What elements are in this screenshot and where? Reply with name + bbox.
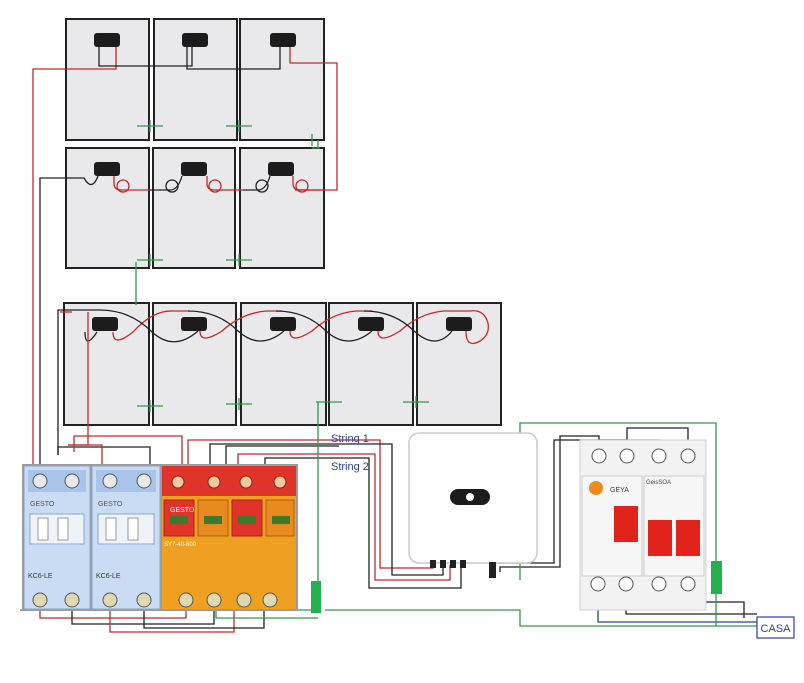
positive-wire — [112, 310, 189, 341]
connector — [165, 179, 179, 193]
connector — [295, 179, 309, 193]
junction-box — [181, 162, 207, 176]
junction-box — [446, 317, 472, 331]
dc-string-wiring — [32, 402, 462, 589]
dc-fuse-holder: GESTO KC6-LE — [23, 465, 91, 610]
ground-bar — [311, 581, 321, 613]
row2-wiring — [39, 175, 323, 460]
connector — [255, 179, 269, 193]
rcbo-brand-label-2: GeisSOA — [646, 480, 671, 486]
casa-box: CASA — [756, 616, 795, 639]
solar-panel — [65, 147, 150, 269]
dc-fuse-holder: GESTO KC6-LE — [91, 465, 161, 610]
breaker-toggle — [648, 520, 672, 556]
positive-wire — [32, 47, 117, 455]
string-2-label: String 2 — [331, 461, 369, 473]
spd-model-label: SY7-40-600 — [164, 542, 197, 548]
dc-combiner-box: GESTO KC6-LE GESTO KC6-LE — [22, 464, 298, 611]
negative-wire — [499, 435, 600, 572]
junction-box — [358, 317, 384, 331]
fuse-brand-label: GESTO — [30, 501, 55, 508]
dc-input-connector — [450, 560, 456, 568]
surge-protector: GESTO SY7-40-600 — [162, 466, 296, 609]
connector — [116, 179, 130, 193]
positive-wire — [109, 600, 235, 633]
fuse-brand-label: GESTO — [98, 501, 123, 508]
casa-label: CASA — [761, 623, 792, 635]
positive-wire — [113, 176, 150, 191]
negative-wire — [363, 310, 453, 342]
negative-wire — [209, 443, 444, 576]
negative-wire — [186, 47, 281, 70]
negative-wire — [264, 457, 462, 589]
string-1-label: String 1 — [331, 433, 369, 445]
junction-box — [181, 317, 207, 331]
inverter-logo-icon — [466, 493, 474, 501]
panel-ground-clips — [135, 120, 429, 412]
positive-wire — [289, 310, 372, 339]
fuse-model-label: KC6-LE — [28, 573, 53, 580]
inverter — [408, 432, 538, 578]
positive-wire — [460, 310, 489, 345]
positive-wire — [68, 444, 103, 470]
positive-wire — [237, 453, 451, 581]
ac-output-connector — [489, 562, 496, 578]
negative-wire — [57, 309, 199, 455]
junction-box — [270, 33, 296, 47]
negative-wire — [187, 310, 285, 342]
panel-array-row-3 — [63, 302, 502, 426]
positive-wire — [377, 310, 460, 339]
junction-box — [182, 33, 208, 47]
solar-panel — [152, 147, 236, 269]
dc-input-connector — [460, 560, 466, 568]
negative-wire — [225, 445, 339, 470]
ground-wire — [325, 609, 757, 627]
positive-wire — [73, 435, 183, 470]
test-button-icon — [589, 481, 603, 495]
negative-wire — [98, 47, 193, 67]
connector — [208, 179, 222, 193]
negative-wire — [39, 175, 99, 460]
dc-input-connector — [440, 560, 446, 568]
negative-wire — [71, 600, 215, 625]
negative-wire — [275, 310, 373, 342]
junction-box — [270, 317, 296, 331]
ac-protection-box: GEYA GeisSOA — [579, 439, 707, 611]
junction-box — [92, 317, 118, 331]
breaker-toggle — [614, 506, 638, 542]
junction-boxes — [92, 33, 472, 331]
junction-box — [268, 162, 294, 176]
negative-wire — [57, 446, 151, 470]
positive-wire — [292, 176, 323, 191]
junction-box — [94, 33, 120, 47]
spd-brand-label: GESTO — [170, 507, 195, 514]
solar-panel — [240, 302, 327, 426]
breaker-toggle — [676, 520, 700, 556]
negative-wire — [143, 600, 265, 629]
ground-bar — [711, 561, 722, 594]
fuse-model-label: KC6-LE — [96, 573, 121, 580]
dc-input-connector — [430, 560, 436, 568]
positive-wire — [199, 310, 282, 339]
negative-wire — [150, 175, 183, 191]
rcbo-brand-label: GEYA — [610, 487, 629, 494]
junction-box — [94, 162, 120, 176]
